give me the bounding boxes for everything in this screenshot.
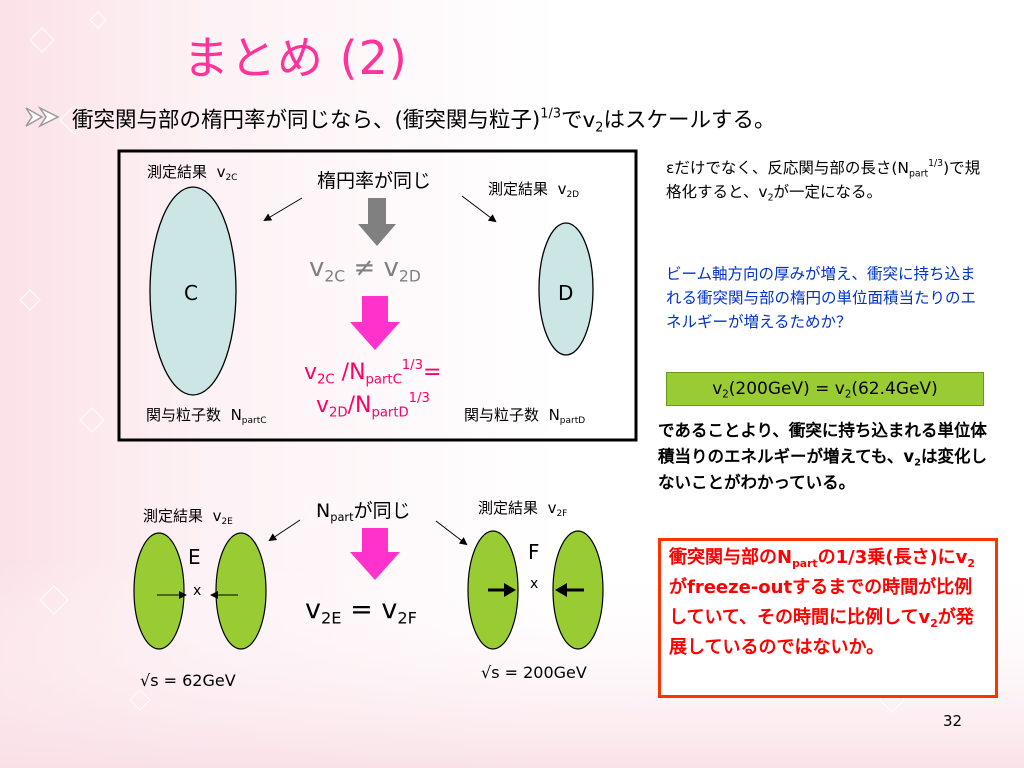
- measured-label-c: 測定結果 v2C: [147, 163, 238, 184]
- note-beam-axis: ビーム軸方向の厚みが増え、衝突に持ち込まれる衝突関与部の楕円の単位面積当たりのエ…: [666, 265, 977, 331]
- energy-label-200: √s = 200GeV: [481, 663, 587, 682]
- v2c-neq-v2d: v2C ≠ v2D: [309, 253, 421, 286]
- ellipse-d-label: D: [558, 281, 574, 305]
- ellipse-c-label: C: [184, 281, 198, 305]
- distance-mark-e: x: [193, 583, 202, 599]
- measured-label-f: 測定結果 v2F: [478, 499, 568, 520]
- headline-text-pre: 衝突関与部の楕円率が同じなら、(衝突関与粒子): [72, 108, 541, 133]
- chevron-right-icon: [25, 106, 60, 128]
- distance-mark-f: x: [530, 576, 539, 592]
- ellipse-e-label: E: [188, 545, 201, 569]
- measured-label-e: 測定結果 v2E: [143, 507, 233, 528]
- note-energy-independence: であることより、衝突に持ち込まれる単位体積当りのエネルギーが増えても、v2は変化…: [658, 421, 987, 492]
- participant-label-c: 関与粒子数 NpartC: [146, 406, 267, 427]
- scaling-equation-line2: v2D/NpartD1/3: [316, 391, 430, 421]
- measured-label-d: 測定結果 v2D: [488, 180, 580, 201]
- v2e-eq-v2f: v2E = v2F: [305, 594, 417, 628]
- conclusion-box: 衝突関与部のNpartの1/3乗(長さ)にv2がfreeze-outするまでの時…: [658, 538, 998, 698]
- center-label-same-eccentricity: 楕円率が同じ: [317, 170, 432, 192]
- page-title: まとめ (2): [183, 31, 408, 85]
- participant-label-d: 関与粒子数 NpartD: [464, 406, 586, 427]
- scaling-equation-line1: v2C /NpartC1/3=: [304, 358, 442, 388]
- headline-text-post: はスケールする。: [603, 108, 776, 133]
- v2-equality-box: v2(200GeV) = v2(62.4GeV): [666, 372, 984, 406]
- ellipse-f-label: F: [528, 540, 540, 564]
- headline-text-mid: でv: [561, 108, 596, 133]
- headline-sup: 1/3: [540, 106, 562, 122]
- page-number: 32: [943, 712, 963, 730]
- note-normalization: εだけでなく、反応関与部の長さ(Npart1/3)で規格化すると、v2が一定にな…: [666, 158, 981, 204]
- headline-sub: 2: [595, 120, 604, 136]
- center-label-same-npart: Npartが同じ: [316, 500, 411, 524]
- energy-label-62: √s = 62GeV: [140, 671, 236, 690]
- headline: 衝突関与部の楕円率が同じなら、(衝突関与粒子)1/3でv2はスケールする。: [72, 103, 775, 134]
